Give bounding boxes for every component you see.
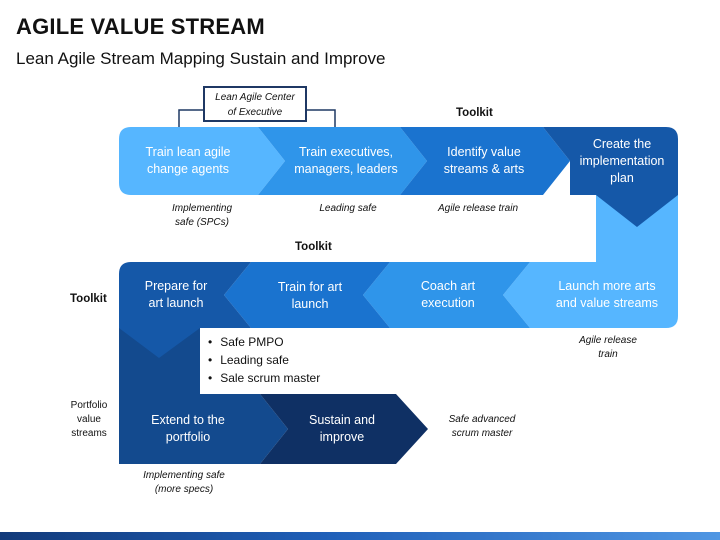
row1-step2-shape (258, 127, 427, 195)
center-box-line1: Lean Agile Center (215, 92, 295, 103)
toolkit-bullet-list: Safe PMPO Leading safe Sale scrum master (208, 333, 320, 387)
center-box-line2: of Executive (227, 107, 283, 118)
center-of-executive-box: Lean Agile Center of Executive (203, 86, 307, 122)
row1-step4-shape (543, 127, 678, 227)
row2-step3-shape (224, 262, 390, 328)
toolkit-label-middle: Toolkit (295, 241, 332, 253)
row3-step1-shape (119, 394, 288, 464)
row2-step4-shape (119, 262, 251, 358)
page-subtitle: Lean Agile Stream Mapping Sustain and Im… (16, 49, 386, 68)
row1-step1-shape (119, 127, 285, 195)
row1-step2-label: Train executives,managers, leaders (294, 145, 398, 176)
row2-step2-shape (363, 262, 530, 328)
row1-step3-shape (400, 127, 570, 195)
toolkit-label-top: Toolkit (456, 107, 493, 119)
page-title: AGILE VALUE STREAM (16, 14, 265, 39)
bullet-item: Sale scrum master (208, 369, 320, 387)
bullet-item: Leading safe (208, 351, 320, 369)
row3-step2-shape (260, 394, 428, 464)
row3-note-1: Implementing safe(more specs) (143, 470, 225, 495)
center-connector (178, 109, 336, 128)
row1-note-3: Agile release train (437, 203, 519, 214)
row2-step1-shape (503, 262, 678, 328)
row1-note-2: Leading safe (319, 203, 377, 214)
toolkit-label-left: Toolkit (70, 293, 107, 305)
bullet-item: Safe PMPO (208, 333, 320, 351)
footer-accent-bar (0, 532, 720, 540)
